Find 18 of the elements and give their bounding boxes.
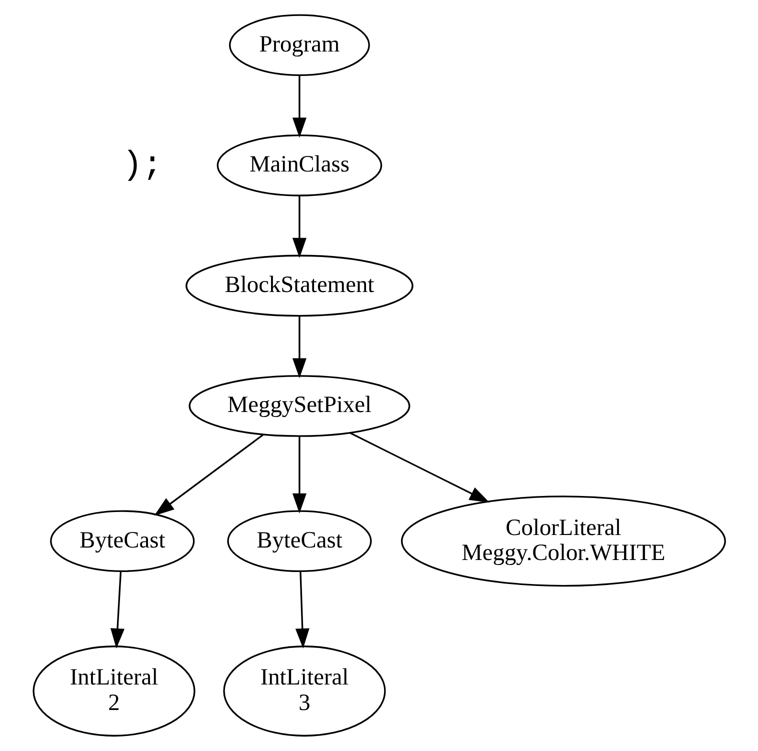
node-ellipse: ColorLiteral Meggy.Color.WHITE: [400, 496, 726, 587]
node-ellipse: IntLiteral 3: [222, 646, 386, 737]
arrow: [292, 196, 306, 258]
node-ellipse: Program: [228, 14, 370, 76]
arrow: [154, 434, 264, 516]
arrow: [294, 572, 309, 649]
node-ellipse: MeggySetPixel: [188, 375, 410, 437]
arrow: [292, 436, 306, 514]
node-ellipse: ByteCast: [226, 510, 372, 572]
node-ellipse: ByteCast: [50, 510, 194, 572]
arrow: [292, 316, 306, 378]
node-ellipse: BlockStatement: [185, 254, 413, 317]
node-ellipse: IntLiteral 2: [32, 646, 195, 737]
arrow: [110, 572, 124, 649]
node-ellipse: MainClass: [216, 134, 382, 196]
label: );: [122, 146, 162, 185]
arrow: [292, 76, 306, 138]
arrow: [348, 432, 490, 503]
